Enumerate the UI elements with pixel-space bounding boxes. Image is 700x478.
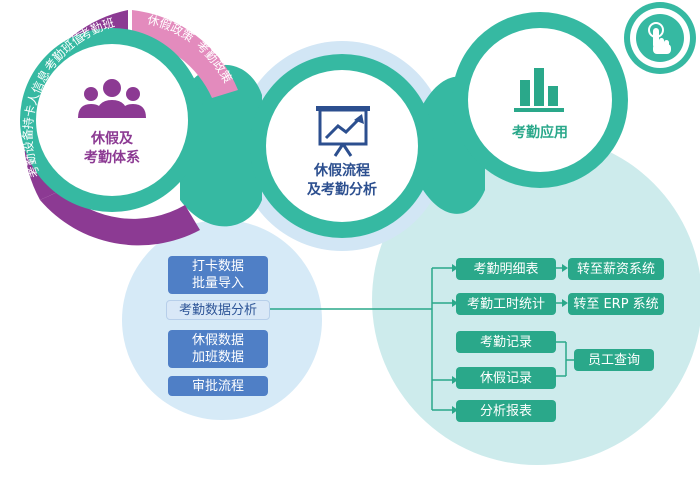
box-employee-query-label: 员工查询 bbox=[587, 352, 640, 368]
box-to-erp[interactable]: 转至 ERP 系统 bbox=[568, 293, 664, 315]
left-circle-label: 休假及 考勤体系 bbox=[62, 130, 162, 168]
box-analysis-report-label: 分析报表 bbox=[479, 403, 532, 419]
box-card-import[interactable]: 打卡数据 批量导入 bbox=[168, 256, 268, 294]
purple-arc-lower bbox=[40, 190, 200, 246]
hand-touch-icon[interactable] bbox=[624, 2, 696, 74]
box-hours-stats[interactable]: 考勤工时统计 bbox=[456, 293, 556, 315]
box-analysis-report[interactable]: 分析报表 bbox=[456, 400, 556, 422]
left-circle-line-1: 休假及 bbox=[91, 131, 133, 147]
box-attendance-analysis-label: 考勤数据分析 bbox=[178, 302, 257, 318]
box-leave-overtime-line-2: 加班数据 bbox=[191, 350, 244, 365]
center-circle-line-2: 及考勤分析 bbox=[307, 182, 377, 198]
box-leave-records[interactable]: 休假记录 bbox=[456, 367, 556, 389]
box-attendance-detail[interactable]: 考勤明细表 bbox=[456, 258, 556, 280]
left-circle-line-2: 考勤体系 bbox=[84, 150, 140, 166]
box-attendance-records-label: 考勤记录 bbox=[479, 334, 532, 350]
right-circle-label: 考勤应用 bbox=[512, 125, 568, 141]
box-leave-records-label: 休假记录 bbox=[479, 370, 532, 386]
box-employee-query[interactable]: 员工查询 bbox=[574, 349, 654, 371]
left-circle bbox=[36, 44, 188, 196]
box-attendance-analysis[interactable]: 考勤数据分析 bbox=[166, 300, 270, 320]
box-approval-flow-label: 审批流程 bbox=[191, 378, 244, 394]
box-to-payroll[interactable]: 转至薪资系统 bbox=[568, 258, 664, 280]
center-circle-line-1: 休假流程 bbox=[314, 163, 370, 179]
box-approval-flow[interactable]: 审批流程 bbox=[168, 376, 268, 396]
presentation-chart-icon bbox=[316, 106, 370, 157]
center-circle-label: 休假流程 及考勤分析 bbox=[292, 162, 392, 200]
box-attendance-records[interactable]: 考勤记录 bbox=[456, 331, 556, 353]
box-card-import-line-1: 打卡数据 bbox=[191, 259, 244, 274]
box-to-payroll-label: 转至薪资系统 bbox=[576, 261, 655, 277]
pink-arc bbox=[132, 10, 238, 98]
box-leave-overtime-line-1: 休假数据 bbox=[191, 333, 244, 348]
box-to-erp-label: 转至 ERP 系统 bbox=[573, 296, 659, 312]
box-attendance-detail-label: 考勤明细表 bbox=[473, 261, 539, 277]
flow-connectors bbox=[268, 264, 574, 414]
box-hours-stats-label: 考勤工时统计 bbox=[466, 296, 545, 312]
people-group-icon bbox=[78, 79, 146, 118]
box-leave-overtime[interactable]: 休假数据 加班数据 bbox=[168, 330, 268, 368]
box-card-import-line-2: 批量导入 bbox=[191, 276, 244, 291]
bar-chart-icon bbox=[514, 68, 564, 112]
